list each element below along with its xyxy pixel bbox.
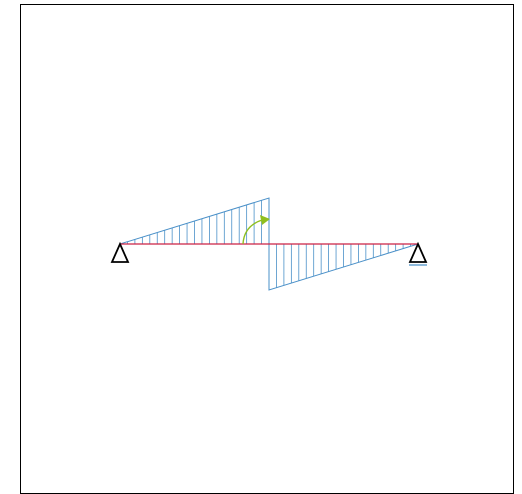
canvas-frame xyxy=(20,4,514,494)
curved-arrow-icon xyxy=(242,215,270,245)
right-support-icon xyxy=(408,241,428,266)
beam-diagram xyxy=(110,197,428,291)
left-support-icon xyxy=(110,241,130,263)
